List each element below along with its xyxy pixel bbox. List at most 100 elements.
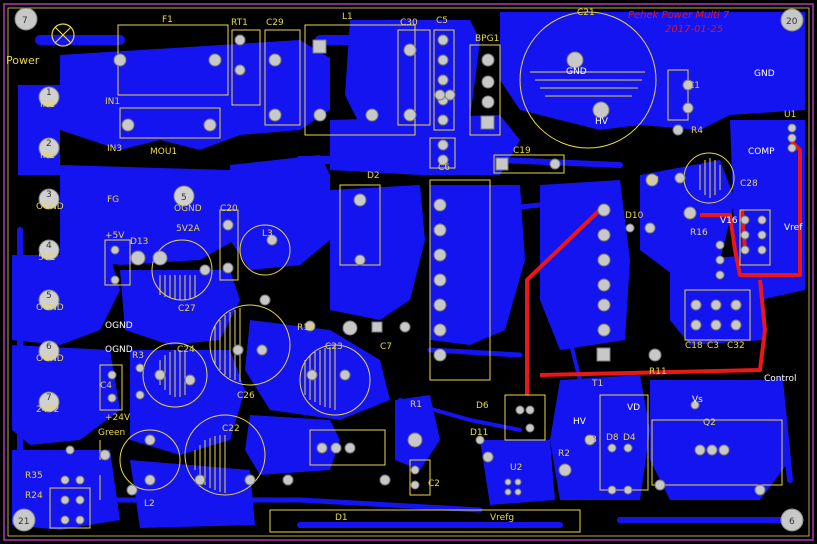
label-R2: R2 xyxy=(558,449,570,459)
label-C24: C24 xyxy=(177,345,195,355)
label-C4: C4 xyxy=(100,381,112,391)
label-C18: C18 xyxy=(685,341,703,351)
label-Q2: Q2 xyxy=(703,418,716,428)
label-GND: GND xyxy=(754,69,775,79)
label-C26: C26 xyxy=(237,391,255,401)
label-F1: F1 xyxy=(162,15,173,25)
label-L1: L1 xyxy=(342,12,353,22)
label-D1: D1 xyxy=(335,513,348,523)
label-BPG1: BPG1 xyxy=(475,34,499,44)
label-Control: Control xyxy=(764,374,797,384)
label-C27: C27 xyxy=(178,304,196,314)
label-C21: C21 xyxy=(577,8,595,18)
label-MOU1: MOU1 xyxy=(150,147,177,157)
label-R16: R16 xyxy=(690,228,708,238)
label-V16: V16 xyxy=(720,216,738,226)
board-outline xyxy=(3,3,814,541)
pin-number-6: 6 xyxy=(46,342,52,352)
label-R4: R4 xyxy=(691,126,703,136)
label-HV: HV xyxy=(573,417,587,427)
label-C29: C29 xyxy=(266,18,284,28)
pin-number-5: 5 xyxy=(46,291,52,301)
label-IN3: IN3 xyxy=(107,144,122,154)
label-plus24V: +24V xyxy=(105,413,131,423)
label-OGND-mid: OGND xyxy=(105,321,133,331)
label-C21-gnd: GND xyxy=(566,67,587,77)
label-Green: Green xyxy=(98,428,125,438)
corner-label-br: 6 xyxy=(789,517,795,527)
title-line1: Pehek Power Multi 7 xyxy=(628,10,730,21)
title-line2: 2017-01-25 xyxy=(665,24,723,35)
label-RT1: RT1 xyxy=(231,18,248,28)
label-D10: D10 xyxy=(625,211,644,221)
label-C19: C19 xyxy=(513,146,531,156)
label-C7: C7 xyxy=(380,342,392,352)
pin-label-3: OGND xyxy=(36,202,64,212)
label-U1: U1 xyxy=(784,110,796,120)
label-C1: C1 xyxy=(688,81,700,91)
label-C22: C22 xyxy=(222,424,240,434)
label-C28: C28 xyxy=(740,179,758,189)
pin-label-7: 24V2 xyxy=(36,405,59,415)
pin-label-1: IN1 xyxy=(40,100,55,110)
label-C32: C32 xyxy=(727,341,745,351)
pads xyxy=(60,34,797,525)
label-Vrefg: Vrefg xyxy=(490,513,514,523)
pin-label-5: OGND xyxy=(36,303,64,313)
label-C23: C23 xyxy=(325,342,343,352)
label-R3: R3 xyxy=(132,351,144,361)
pin-label-4: 5V2 xyxy=(38,253,56,263)
label-Vs: Vs xyxy=(692,395,703,405)
pin-number-7: 7 xyxy=(46,393,52,403)
label-FG: FG xyxy=(107,195,119,205)
label-R7: R7 xyxy=(647,176,659,186)
pin-number-2: 2 xyxy=(46,139,52,149)
label-C3: C3 xyxy=(707,341,719,351)
label-R1: R1 xyxy=(410,400,422,410)
label-D6: D6 xyxy=(476,401,489,411)
label-IN1: IN1 xyxy=(105,97,120,107)
label-VD: VD xyxy=(627,403,640,413)
label-R35: R35 xyxy=(25,471,43,481)
label-L3: L3 xyxy=(262,229,273,239)
label-OGND-fg: OGND xyxy=(174,204,202,214)
label-5V2A: 5V2A xyxy=(176,224,201,234)
pin-number-3: 3 xyxy=(46,190,52,200)
pin-label-6: OGND xyxy=(36,354,64,364)
label-C21-hv: HV xyxy=(595,117,609,127)
mounting-holes xyxy=(12,7,804,532)
label-R10: R10 xyxy=(297,323,315,333)
label-L2: L2 xyxy=(144,499,155,509)
label-C6: C6 xyxy=(438,163,450,173)
capacitor-hatches xyxy=(159,71,721,493)
corner-label-tr: 20 xyxy=(786,17,798,27)
pin-number-1: 1 xyxy=(46,88,52,98)
label-C20: C20 xyxy=(220,204,238,214)
label-R11: R11 xyxy=(649,367,667,377)
connector-pads xyxy=(38,86,195,413)
label-C2: C2 xyxy=(428,479,440,489)
silkscreen-outlines xyxy=(49,11,783,533)
label-D8: D8 xyxy=(606,433,619,443)
label-D11: D11 xyxy=(470,428,488,438)
red-traces xyxy=(525,138,802,395)
label-C30: C30 xyxy=(400,18,418,28)
connector-label: Power xyxy=(6,54,40,67)
pin-number-5b: 5 xyxy=(181,193,187,203)
label-COMP: COMP xyxy=(748,147,775,157)
label-D4: D4 xyxy=(623,433,636,443)
label-D2: D2 xyxy=(367,171,380,181)
label-OGND-low: OGND xyxy=(105,345,133,355)
label-T1: T1 xyxy=(591,379,603,389)
label-Vref: Vref xyxy=(784,223,803,233)
copper-traces xyxy=(17,26,793,528)
pin-number-4: 4 xyxy=(46,241,52,251)
inner-frame xyxy=(7,7,810,537)
lamp-symbol xyxy=(51,23,75,47)
label-C3b: C3 xyxy=(585,435,597,445)
label-D13: D13 xyxy=(130,237,148,247)
label-plus5V: +5V xyxy=(105,231,125,241)
label-R24: R24 xyxy=(25,491,43,501)
label-C5: C5 xyxy=(436,16,448,26)
